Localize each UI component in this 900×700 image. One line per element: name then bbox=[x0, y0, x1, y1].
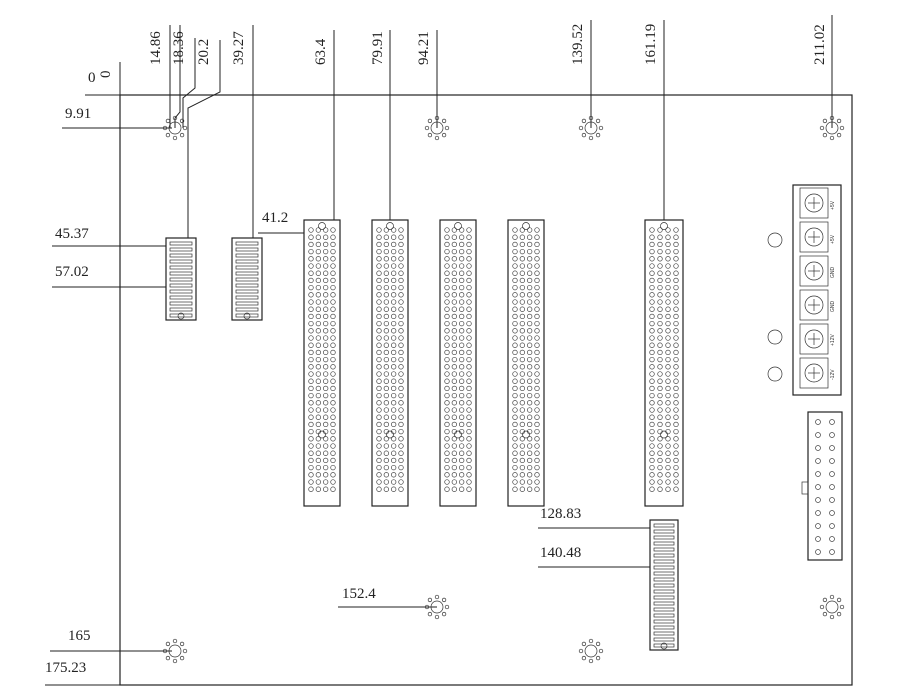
dim-left-57-02: 57.02 bbox=[55, 264, 89, 280]
inner-dimension-group: 41.2 128.83 140.48 152.4 bbox=[258, 210, 664, 608]
mounting-hole-2 bbox=[424, 115, 450, 141]
dim-top-63-4: 63.4 bbox=[313, 38, 329, 65]
slot-2 bbox=[371, 219, 409, 507]
terminal-label: +5V bbox=[830, 234, 836, 244]
dim-left-9-91: 9.91 bbox=[65, 106, 91, 122]
board-outline bbox=[119, 94, 853, 686]
power-header-connector bbox=[801, 411, 843, 561]
slot-1 bbox=[303, 219, 341, 507]
dim-inner-128-83: 128.83 bbox=[540, 506, 581, 522]
dim-top-14-86: 14.86 bbox=[148, 31, 164, 65]
mounting-hole-6 bbox=[819, 594, 845, 620]
led-1 bbox=[767, 232, 783, 248]
terminal-label: +5V bbox=[830, 200, 836, 210]
leader-20-2b bbox=[187, 40, 221, 238]
dim-top-18-36: 18.36 bbox=[171, 31, 187, 65]
origin-label-top: 0 bbox=[98, 71, 114, 79]
small-connector-2 bbox=[231, 237, 263, 321]
power-terminal-block: +5V +5V GND GND +12V -12V bbox=[767, 184, 842, 396]
dim-left-165: 165 bbox=[68, 628, 91, 644]
small-connector-1 bbox=[165, 237, 197, 321]
dim-left-45-37: 45.37 bbox=[55, 226, 89, 242]
led-3 bbox=[767, 366, 783, 382]
top-dimension-group: 14.86 18.36 20.2 39.27 63.4 79.91 94.21 … bbox=[148, 15, 833, 238]
terminal-label: GND bbox=[830, 301, 836, 313]
mounting-hole-5 bbox=[424, 594, 450, 620]
terminal-screw-4: GND bbox=[799, 289, 836, 321]
terminal-label: +12V bbox=[830, 334, 836, 346]
dim-top-94-21: 94.21 bbox=[416, 31, 432, 65]
terminal-screw-5: +12V bbox=[799, 323, 836, 355]
origin-label-left: 0 bbox=[88, 70, 96, 86]
slot-3 bbox=[439, 219, 477, 507]
terminal-screw-6: -12V bbox=[799, 357, 836, 389]
slot-4 bbox=[507, 219, 545, 507]
dim-top-161-19: 161.19 bbox=[643, 24, 659, 65]
dim-left-175-23: 175.23 bbox=[45, 660, 86, 676]
mounting-hole-8 bbox=[578, 638, 604, 664]
terminal-screw-3: GND bbox=[799, 255, 836, 287]
dim-top-139-52: 139.52 bbox=[570, 24, 586, 65]
mounting-hole-3 bbox=[578, 115, 604, 141]
dim-inner-140-48: 140.48 bbox=[540, 545, 581, 561]
small-connectors bbox=[165, 237, 679, 651]
terminal-screw-2: +5V bbox=[799, 221, 836, 253]
leader-18-36 bbox=[174, 25, 181, 128]
dim-top-39-27: 39.27 bbox=[231, 31, 247, 65]
mounting-hole-1 bbox=[162, 115, 188, 141]
terminal-label: -12V bbox=[830, 369, 836, 380]
mounting-hole-4 bbox=[819, 115, 845, 141]
slot-5 bbox=[644, 219, 684, 507]
mounting-hole-7 bbox=[162, 638, 188, 664]
dim-top-20-2: 20.2 bbox=[196, 39, 212, 65]
dim-inner-41-2: 41.2 bbox=[262, 210, 288, 226]
mounting-holes bbox=[162, 115, 845, 664]
small-connector-3 bbox=[649, 519, 679, 651]
expansion-slots bbox=[303, 219, 684, 507]
dim-top-211-02: 211.02 bbox=[812, 24, 828, 65]
terminal-label: GND bbox=[830, 267, 836, 279]
dim-top-79-91: 79.91 bbox=[370, 31, 386, 65]
left-dimension-group: 9.91 45.37 57.02 165 175.23 bbox=[45, 106, 183, 676]
terminal-screw-1: +5V bbox=[799, 187, 836, 219]
leader-20-2 bbox=[182, 38, 196, 128]
led-2 bbox=[767, 329, 783, 345]
dim-inner-152-4: 152.4 bbox=[342, 586, 376, 602]
